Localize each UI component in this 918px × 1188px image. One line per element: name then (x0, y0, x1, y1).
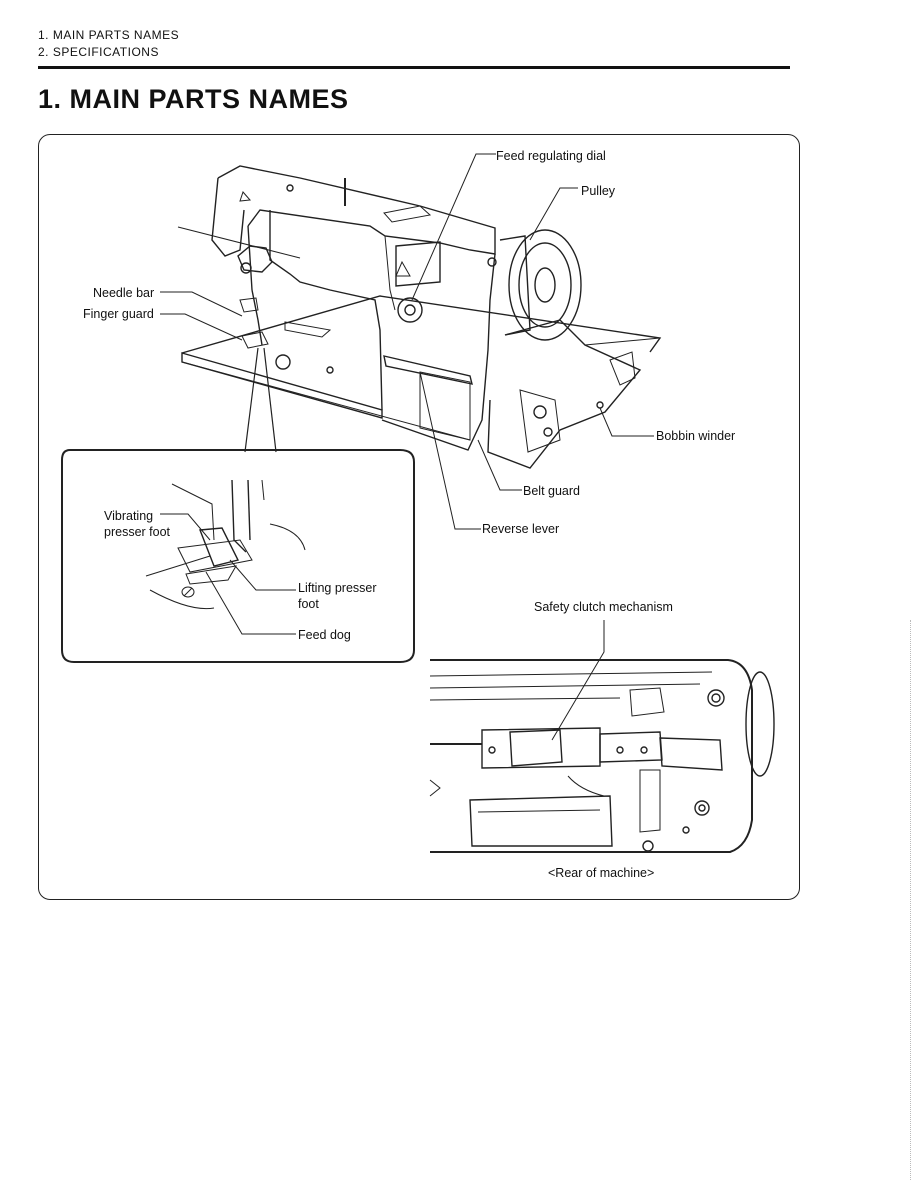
label-pulley: Pulley (581, 184, 616, 198)
header-rule (38, 66, 790, 69)
label-belt-guard: Belt guard (523, 484, 580, 498)
illustration-frame (38, 134, 800, 900)
label-feed-dog: Feed dog (298, 628, 351, 642)
label-feed-regulating-dial: Feed regulating dial (496, 149, 606, 163)
label-bobbin-winder: Bobbin winder (656, 429, 736, 443)
label-vibrating-presser-foot: Vibrating presser foot (104, 509, 171, 539)
label-reverse-lever: Reverse lever (482, 522, 560, 536)
header-line-1: 1. MAIN PARTS NAMES (38, 28, 180, 42)
label-safety-clutch-mechanism: Safety clutch mechanism (534, 600, 673, 614)
label-finger-guard: Finger guard (83, 307, 154, 321)
caption-rear-of-machine: <Rear of machine> (548, 866, 655, 880)
section-title: 1. MAIN PARTS NAMES (38, 84, 349, 114)
page-edge-line (910, 620, 912, 1180)
header-line-2: 2. SPECIFICATIONS (38, 45, 159, 59)
label-lifting-presser-foot: Lifting presser foot (298, 581, 377, 611)
label-needle-bar: Needle bar (93, 286, 155, 300)
